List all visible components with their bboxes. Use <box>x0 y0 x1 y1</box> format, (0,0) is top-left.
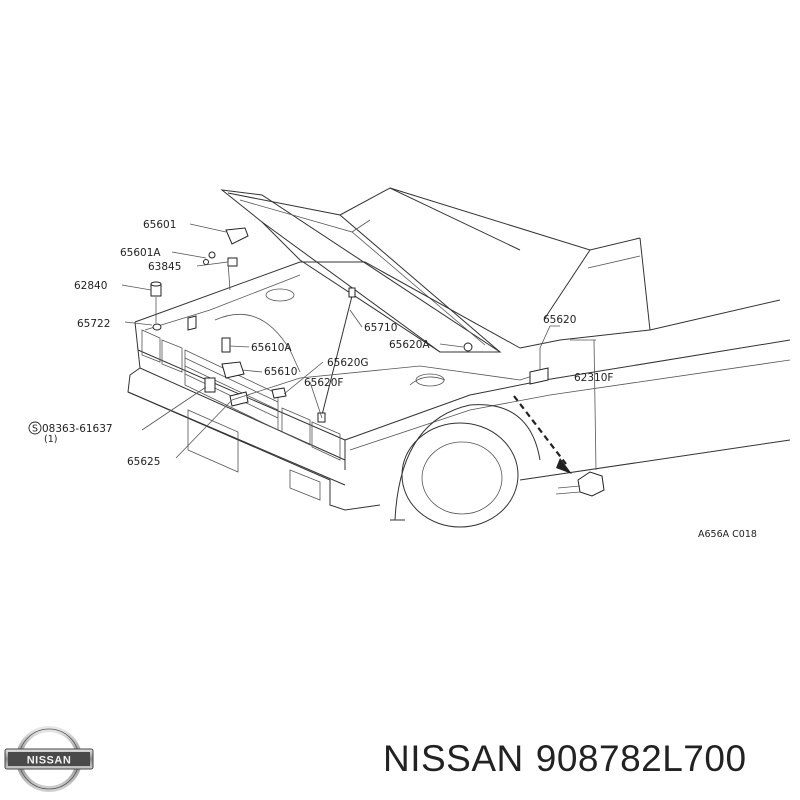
label-62310F: 62310F <box>574 372 613 384</box>
label-65625: 65625 <box>127 456 160 468</box>
car-body-drawing <box>127 187 791 528</box>
parts-diagram: 65601 65601A 63845 62840 65722 65610A 65… <box>28 187 791 540</box>
figure-code: A656A C018 <box>698 529 757 540</box>
product-caption: NISSAN 908782L700 <box>383 738 759 780</box>
label-65620F: 65620F <box>304 377 343 389</box>
logo-text: NISSAN <box>27 755 72 767</box>
label-65601: 65601 <box>143 219 176 231</box>
leader-lines <box>121 223 597 471</box>
part-number: 908782L700 <box>535 738 747 779</box>
label-65620: 65620 <box>543 314 576 326</box>
label-screw-number: 08363-61637 <box>42 423 113 435</box>
screw-code: S <box>32 424 38 435</box>
nissan-logo: NISSAN <box>4 726 94 792</box>
label-65620A: 65620A <box>389 339 430 351</box>
screw-symbol <box>28 421 42 435</box>
part-sketches <box>150 227 605 497</box>
label-65722: 65722 <box>77 318 110 330</box>
part-labels: 65601 65601A 63845 62840 65722 65610A 65… <box>28 219 757 540</box>
label-65610A: 65610A <box>251 342 292 354</box>
label-65610: 65610 <box>264 366 297 378</box>
label-65620G: 65620G <box>327 357 369 369</box>
label-63845: 63845 <box>148 261 181 273</box>
label-62840: 62840 <box>74 280 107 292</box>
brand-name: NISSAN <box>383 738 524 779</box>
label-screw-qty: (1) <box>44 434 57 445</box>
label-65710: 65710 <box>364 322 397 334</box>
label-65601A: 65601A <box>120 247 161 259</box>
